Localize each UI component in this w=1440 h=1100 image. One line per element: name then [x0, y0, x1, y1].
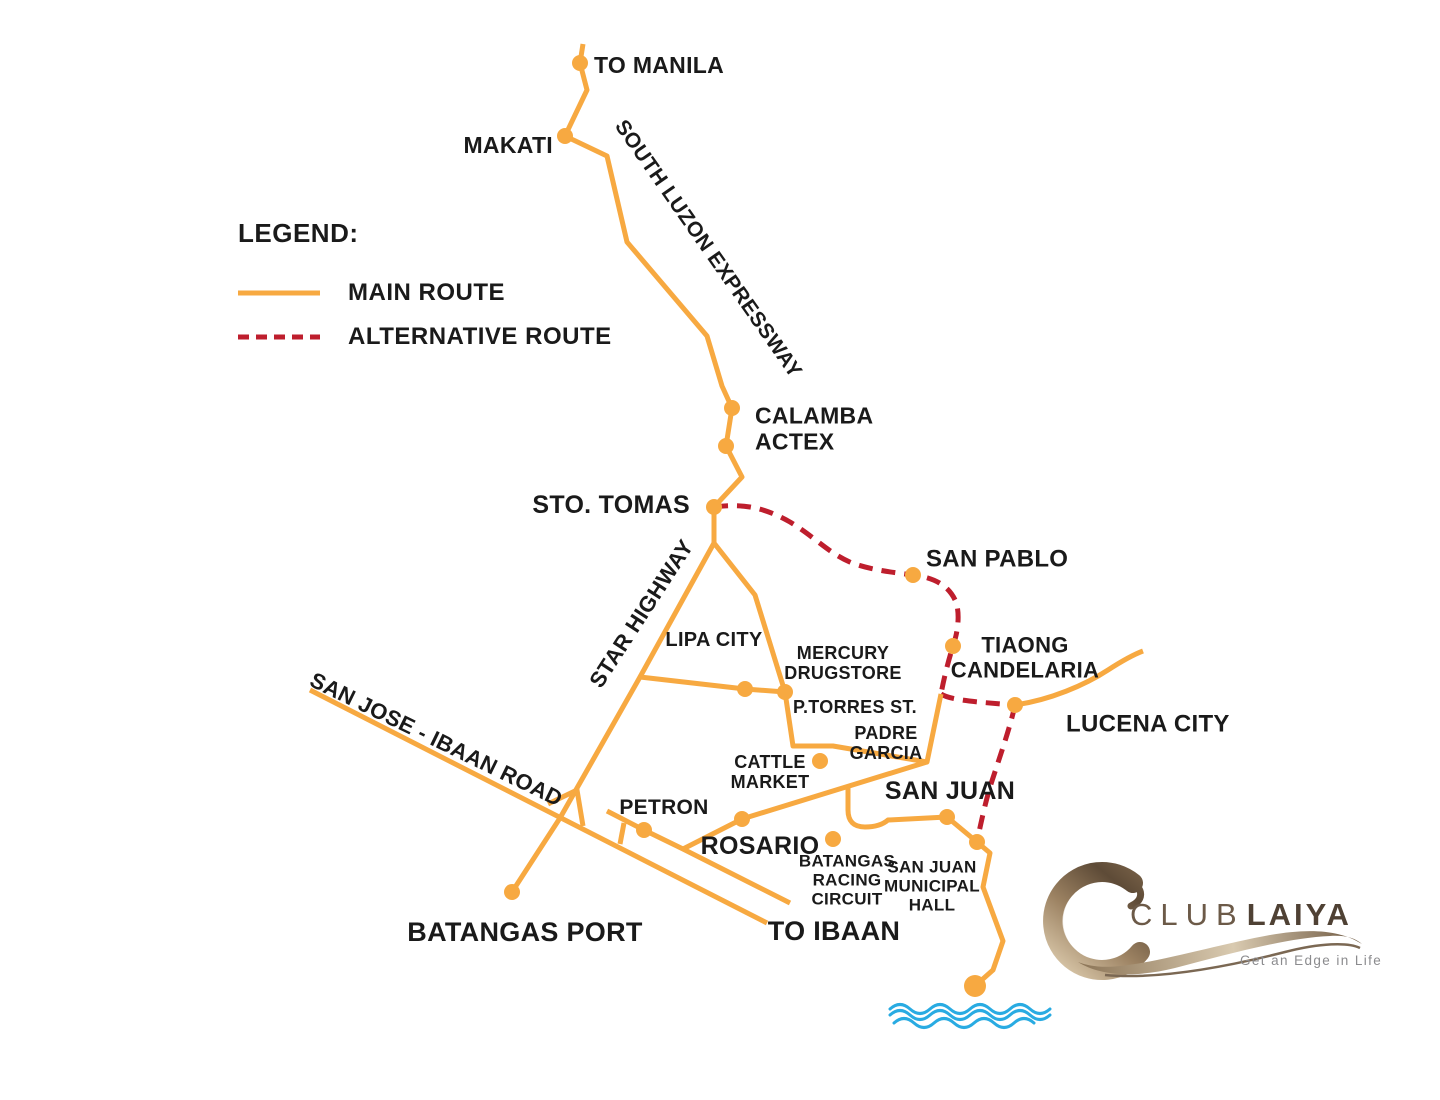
main-route-road — [782, 691, 944, 765]
legend-item-alternative-route: ALTERNATIVE ROUTE — [238, 323, 612, 351]
map-label-san-juan: SAN JUAN — [884, 777, 1016, 805]
map-nodes-layer — [504, 55, 1023, 997]
main-route-road — [605, 808, 792, 906]
main-route-line-swatch — [238, 290, 320, 296]
logo-word-laiya: LAIYA — [1246, 897, 1352, 932]
logo-tagline: Get an Edge in Life — [1240, 953, 1383, 968]
main-route-road — [509, 541, 717, 894]
map-label-san-pablo: SAN PABLO — [926, 545, 1069, 573]
legend-item-label: ALTERNATIVE ROUTE — [348, 323, 612, 350]
club-laiya-logo-c-icon — [1043, 862, 1362, 980]
map-node — [734, 811, 750, 827]
map-label-sto-tomas: STO. TOMAS — [532, 491, 690, 519]
map-label-p-torres-st: P.TORRES ST. — [793, 696, 917, 717]
map-node — [905, 567, 921, 583]
map-label-petron: PETRON — [619, 796, 709, 820]
main-route-road — [639, 674, 786, 695]
alternative-route-line-swatch — [238, 334, 320, 340]
main-route-road — [973, 840, 1006, 988]
main-route-road — [712, 541, 788, 693]
main-route-road — [562, 43, 745, 543]
main-route-road — [617, 822, 627, 845]
map-node — [737, 681, 753, 697]
legend-item-label: MAIN ROUTE — [348, 279, 505, 306]
map-node — [636, 822, 652, 838]
club-laiya-logo: CLUB LAIYA Get an Edge in Life — [1040, 850, 1400, 990]
map-node — [939, 809, 955, 825]
map-node — [706, 499, 722, 515]
map-node — [777, 684, 793, 700]
alternative-route-road — [939, 691, 1016, 708]
map-node — [945, 638, 961, 654]
map-label-rosario: ROSARIO — [700, 832, 820, 860]
map-label-makati: MAKATI — [463, 132, 553, 159]
main-route-road — [1014, 648, 1144, 708]
legend: LEGEND: MAIN ROUTE ALTERNATIVE ROUTE — [238, 218, 612, 367]
map-node — [724, 400, 740, 416]
main-route-road — [845, 785, 979, 844]
water-waves-icon — [888, 1003, 1052, 1029]
logo-wordmark: CLUB LAIYA — [1130, 897, 1352, 933]
map-label-batangas-port: BATANGAS PORT — [407, 916, 643, 947]
map-node — [1007, 697, 1023, 713]
map-node — [964, 975, 986, 997]
main-route-road — [308, 687, 769, 926]
logo-word-club: CLUB — [1130, 897, 1245, 932]
map-node — [557, 128, 573, 144]
map-label-to-ibaan: TO IBAAN — [767, 915, 901, 946]
map-node — [825, 831, 841, 847]
legend-title: LEGEND: — [238, 218, 359, 248]
map-node — [812, 753, 828, 769]
map-node — [718, 438, 734, 454]
map-label-to-manila: TO MANILA — [594, 52, 725, 79]
map-label-lucena-city: LUCENA CITY — [1066, 710, 1230, 738]
map-node — [572, 55, 588, 71]
legend-item-main-route: MAIN ROUTE — [238, 279, 612, 307]
map-node — [504, 884, 520, 900]
alternative-route-road — [974, 704, 1018, 843]
map-label-lipa-city: LIPA CITY — [665, 628, 763, 651]
main-route-road — [546, 787, 586, 827]
main-route-layer — [308, 43, 1144, 988]
map-node — [969, 834, 985, 850]
